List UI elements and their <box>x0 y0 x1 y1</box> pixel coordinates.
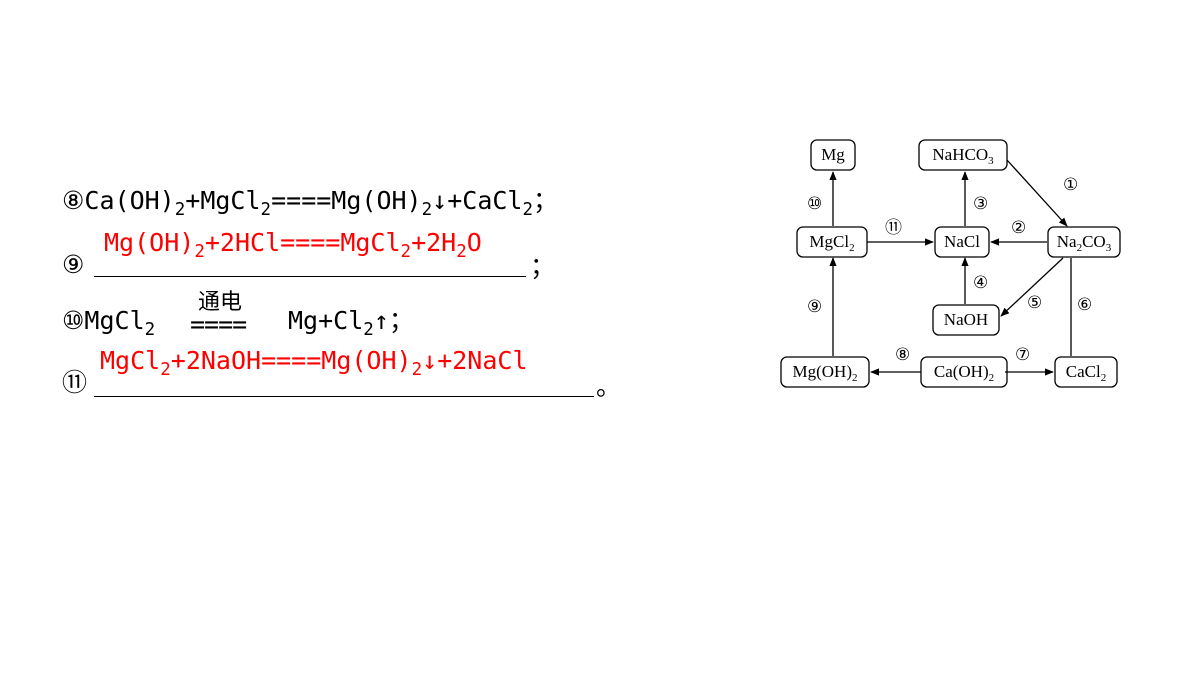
node-nacl: NaCl <box>944 232 980 251</box>
equation-10-equals: ==== <box>190 310 247 339</box>
equation-11-tail: 。 <box>596 372 622 401</box>
equation-9-tail: ； <box>530 252 556 281</box>
reaction-network-diagram: Mg NaHCO3 MgCl2 NaCl Na2CO3 NaOH Mg(OH)2… <box>780 139 1121 388</box>
equation-11-number: ⑪ <box>62 368 88 397</box>
node-nacl-box <box>934 226 990 258</box>
node-caoh2-box <box>920 356 1008 388</box>
node-na2co3-box <box>1047 226 1121 258</box>
gas-arrow: ↑ <box>373 306 389 335</box>
node-naoh: NaOH <box>944 310 988 329</box>
node-mgoh2-box <box>780 356 870 388</box>
reaction-label-2: ② <box>1011 218 1026 237</box>
node-cacl2-box <box>1054 356 1118 388</box>
reaction-label-10: ⑩ <box>807 194 822 213</box>
node-nahco3: NaHCO3 <box>932 145 994 167</box>
node-cacl2: CaCl2 <box>1066 362 1106 384</box>
node-mgcl2: MgCl2 <box>809 232 854 254</box>
equation-number: ⑧ <box>62 186 85 215</box>
node-mg: Mg <box>821 145 845 164</box>
node-mgoh2: Mg(OH)2 <box>793 362 858 384</box>
reaction-label-7: ⑦ <box>1015 345 1030 364</box>
answer-11: MgCl2+2NaOH====Mg(OH)2↓+2NaCl <box>100 346 528 381</box>
node-na2co3: Na2CO3 <box>1057 232 1112 254</box>
node-mgcl2-box <box>796 226 868 258</box>
equation-10-left: ⑩MgCl2 <box>62 306 156 341</box>
node-mg-box <box>810 139 856 171</box>
answer-9: Mg(OH)2+2HCl====MgCl2+2H2O <box>104 228 482 263</box>
reaction-label-5: ⑤ <box>1027 293 1042 312</box>
equation-8: ⑧Ca(OH)2+MgCl2====Mg(OH)2↓+CaCl2； <box>62 186 559 221</box>
electrolysis-condition: 通电 <box>198 290 243 315</box>
reaction-label-6: ⑥ <box>1077 295 1092 314</box>
reaction-label-4: ④ <box>973 273 988 292</box>
edge-5 <box>1000 257 1064 317</box>
node-caoh2: Ca(OH)2 <box>934 362 994 384</box>
equation-10-right: Mg+Cl2↑； <box>288 306 414 341</box>
reaction-label-8: ⑧ <box>895 345 910 364</box>
answer-blank-9 <box>94 276 526 277</box>
reaction-label-9: ⑨ <box>807 297 822 316</box>
equation-number: ⑩ <box>62 306 85 335</box>
node-naoh-box <box>932 304 1000 336</box>
equation-9-number: ⑨ <box>62 250 85 279</box>
edge-1 <box>1006 159 1068 227</box>
reaction-label-1: ① <box>1063 175 1078 194</box>
answer-blank-11 <box>94 396 594 397</box>
reaction-label-3: ③ <box>973 194 988 213</box>
reaction-label-11: ⑪ <box>885 218 902 237</box>
precipitate-arrow: ↓ <box>432 186 448 215</box>
node-nahco3-box <box>918 139 1008 171</box>
